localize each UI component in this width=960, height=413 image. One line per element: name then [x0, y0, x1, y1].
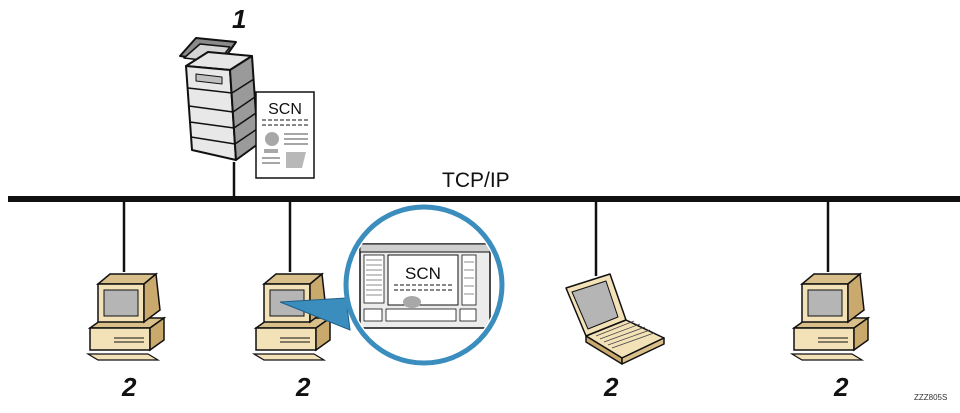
- client-number-label: 2: [122, 372, 137, 402]
- lens-scn-text: SCN: [405, 264, 441, 283]
- network-label: TCP/IP: [442, 169, 510, 192]
- network-bus-line: [8, 196, 960, 202]
- magnifier-beam: [279, 297, 351, 331]
- desktop-computer-icon: [87, 273, 165, 361]
- client-number-label: 2: [296, 372, 311, 402]
- document-icon: SCN: [255, 91, 315, 179]
- figure-code-label: ZZZ805S: [914, 393, 948, 402]
- laptop-icon: [565, 273, 665, 365]
- magnifier-icon: SCN: [343, 204, 505, 366]
- network-drop-lines: [122, 162, 830, 276]
- device-number-label: 1: [232, 4, 247, 34]
- desktop-computer-icon: [791, 273, 869, 361]
- client-number-label: 2: [834, 372, 849, 402]
- multifunction-printer-icon: [179, 37, 259, 161]
- document-scn-text: SCN: [268, 101, 302, 118]
- client-number-label: 2: [604, 372, 619, 402]
